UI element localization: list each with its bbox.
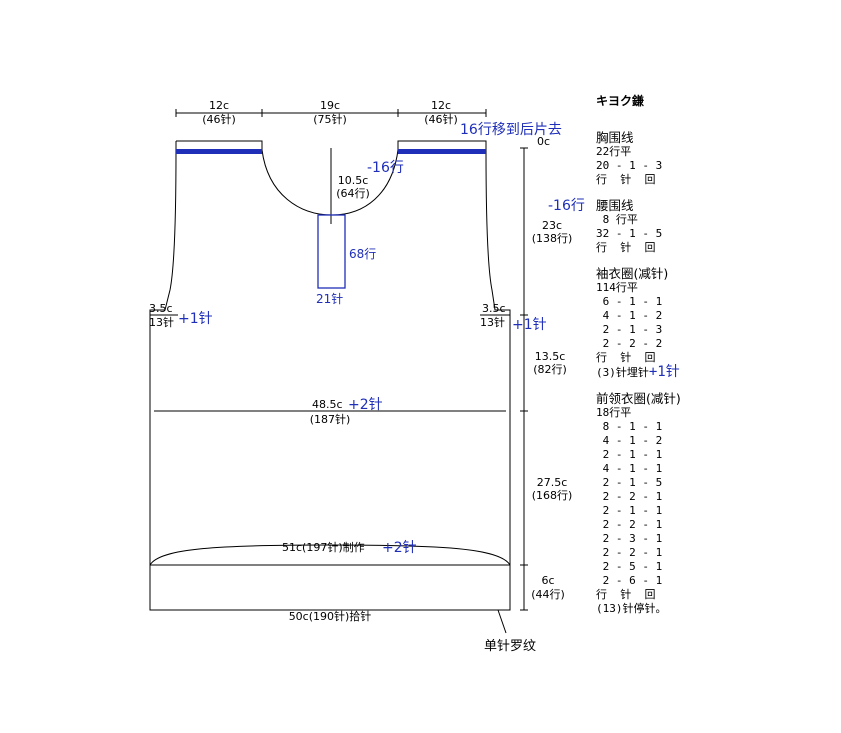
plus1-left: +1针 [178, 311, 213, 327]
list-item: 行 针 回 [596, 173, 656, 186]
list-item: 18行平 [596, 406, 632, 419]
plus1-right: +1针 [512, 317, 547, 333]
right-shoulder-st: (46针) [424, 112, 458, 126]
section-title: 胸围线 [596, 130, 634, 145]
yoke-rows: (138行) [532, 232, 573, 245]
panel-title: キヨク鎌 [596, 94, 645, 108]
list-item: 2 - 2 - 1 [596, 518, 663, 531]
list-item: 6 - 1 - 1 [596, 295, 663, 308]
list-item: 4 - 1 - 2 [596, 434, 663, 447]
instructions-panel: キヨク鎌 胸围线 22行平 20 - 1 - 3 行 针 回 腰围线 8 行平 … [596, 92, 706, 628]
bottom-label: 50c(190针)拾针 [289, 609, 372, 623]
hem-curve [149, 544, 511, 566]
section-title: 腰围线 [596, 198, 634, 213]
section-title: 前领衣圈(减针) [596, 391, 681, 406]
list-item: 2 - 2 - 2 [596, 337, 663, 350]
section-title: 袖衣圈(减针) [596, 266, 669, 281]
armhole-last: (3)针埋针 [596, 366, 649, 379]
list-item: 2 - 1 - 3 [596, 323, 663, 336]
rib-type-label: 单针罗纹 [484, 639, 536, 654]
list-item: 2 - 2 - 1 [596, 546, 663, 559]
body-rows: (168行) [532, 489, 573, 502]
left-shoulder-bar [176, 149, 262, 154]
list-item: 2 - 6 - 1 [596, 574, 663, 587]
side-height: 13.5c [535, 350, 566, 363]
neck-width-label: 19c [320, 99, 340, 112]
list-item: 8 - 1 - 1 [596, 420, 663, 433]
list-item: (3)针埋针+1针 [596, 365, 706, 380]
front-neck-section: 前领衣圈(减针) 18行平 8 - 1 - 1 4 - 1 - 2 2 - 1 … [596, 392, 706, 616]
list-item: 2 - 5 - 1 [596, 560, 663, 573]
plus2-hem: +2针 [382, 540, 417, 556]
chest-st: (187针) [310, 412, 351, 426]
armhole-right-rows: 13针 [480, 315, 505, 329]
yoke-height: 23c [542, 219, 562, 232]
move-note: 16行移到后片去 [460, 122, 562, 138]
minus16-right: -16行 [548, 198, 585, 214]
armhole-left-rows: 13针 [149, 315, 174, 329]
list-item: 2 - 1 - 5 [596, 476, 663, 489]
rib-rows: (44行) [531, 588, 565, 601]
rib-height: 6c [541, 574, 554, 587]
list-item: 22行平 [596, 145, 632, 158]
right-shoulder-label: 12c [431, 99, 451, 112]
plus2-chest: +2针 [348, 397, 383, 413]
placket-st: 21针 [316, 291, 343, 306]
armhole-plus: +1针 [648, 364, 680, 380]
placket-rect [317, 214, 346, 289]
armhole-right: 3.5c [482, 302, 506, 315]
body-outline [149, 140, 511, 611]
list-item: 行 针 回 [596, 588, 656, 601]
zero-label: 0c [537, 135, 550, 148]
neck-depth-label: 10.5c [338, 174, 369, 187]
right-shoulder-bar [398, 149, 486, 154]
list-item: 8 行平 [596, 213, 638, 226]
waist-line-section: 腰围线 8 行平 32 - 1 - 5 行 针 回 [596, 199, 706, 255]
minus16-left: -16行 [367, 160, 404, 176]
list-item: 20 - 1 - 3 [596, 159, 663, 172]
list-item: 4 - 1 - 1 [596, 462, 663, 475]
hem-label: 51c(197针)制作 [282, 540, 365, 554]
side-rows: (82行) [533, 363, 567, 376]
list-item: 2 - 2 - 1 [596, 490, 663, 503]
chest-line-section: 胸围线 22行平 20 - 1 - 3 行 针 回 [596, 131, 706, 187]
neck-width-st: (75针) [313, 112, 347, 126]
list-item: 2 - 1 - 1 [596, 448, 663, 461]
left-shoulder-st: (46针) [202, 112, 236, 126]
body-height: 27.5c [537, 476, 568, 489]
armhole-section: 袖衣圈(减针) 114行平 6 - 1 - 1 4 - 1 - 2 2 - 1 … [596, 267, 706, 380]
list-item: 32 - 1 - 5 [596, 227, 663, 240]
chest-label: 48.5c [312, 398, 343, 411]
list-item: 114行平 [596, 281, 638, 294]
front-neck-last: (13)针停针。 [596, 602, 667, 615]
list-item: 2 - 3 - 1 [596, 532, 663, 545]
list-item: 2 - 1 - 1 [596, 504, 663, 517]
placket-rows: 68行 [349, 247, 376, 261]
list-item: 行 针 回 [596, 241, 656, 254]
neck-depth-rows: (64行) [336, 187, 370, 200]
list-item: 4 - 1 - 2 [596, 309, 663, 322]
list-item: 行 针 回 [596, 351, 656, 364]
armhole-left: 3.5c [149, 302, 173, 315]
left-shoulder-label: 12c [209, 99, 229, 112]
